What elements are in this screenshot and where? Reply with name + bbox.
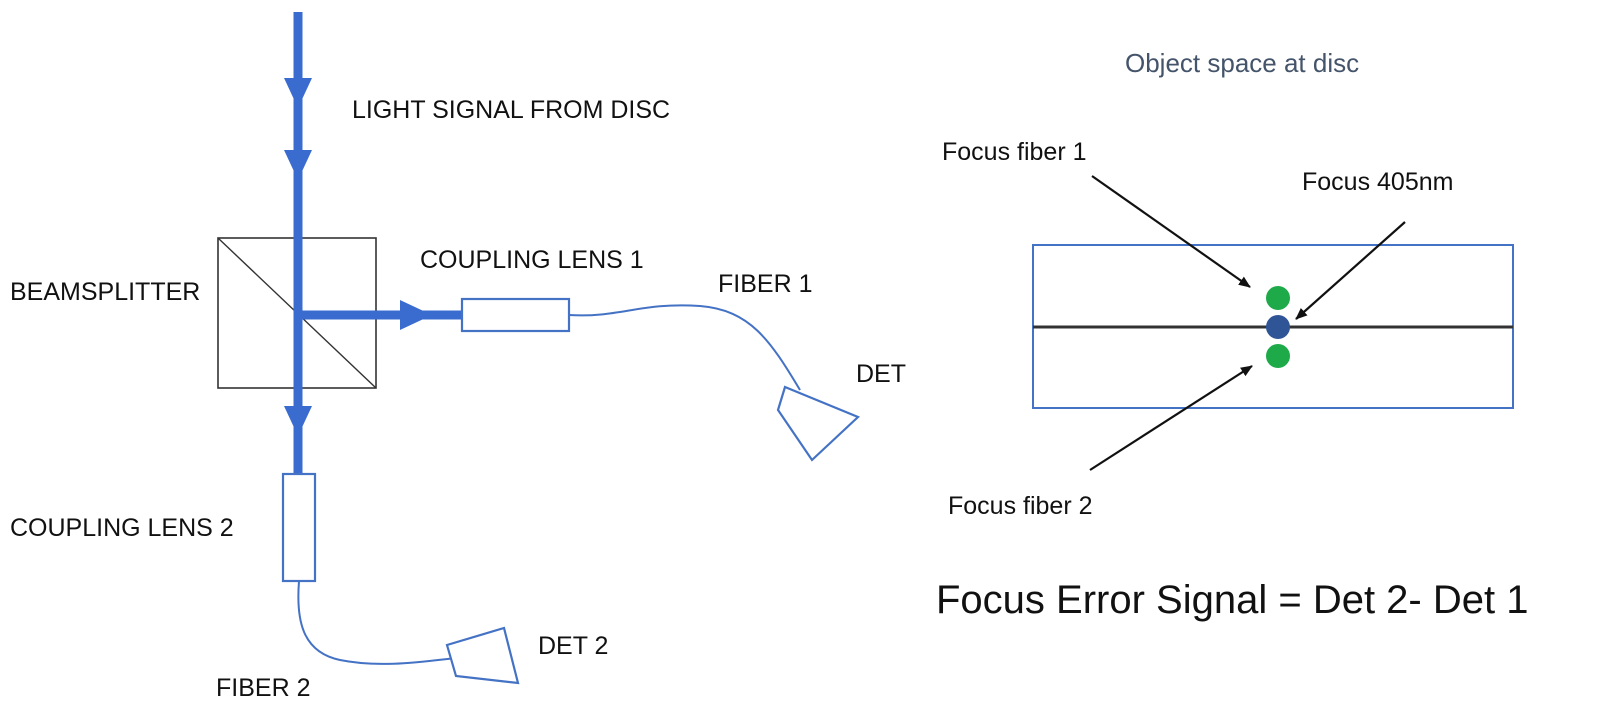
focus-spot-fiber-2 — [1266, 344, 1290, 368]
fiber-1-label: FIBER 1 — [718, 270, 812, 298]
focus-fiber-2-pointer — [1089, 365, 1253, 471]
coupling-lens-2 — [281, 472, 317, 583]
focus-fiber-1-label: Focus fiber 1 — [942, 138, 1087, 166]
beam-arrow-right — [400, 300, 432, 330]
coupling-lens-2-label: COUPLING LENS 2 — [10, 514, 234, 542]
beamsplitter-label: BEAMSPLITTER — [10, 278, 200, 306]
coupling-lens-1 — [460, 297, 571, 333]
detector-2-label: DET 2 — [538, 632, 608, 660]
beam-arrow-down — [284, 406, 312, 436]
fiber-2-label: FIBER 2 — [216, 674, 310, 702]
light-signal-label: LIGHT SIGNAL FROM DISC — [352, 96, 670, 124]
focus-405nm-label: Focus 405nm — [1302, 168, 1453, 196]
optical-setup: LIGHT SIGNAL FROM DISC BEAMSPLITTER COUP… — [10, 12, 906, 702]
focus-fiber-1-pointer — [1091, 175, 1251, 288]
focus-spot-405nm — [1266, 315, 1290, 339]
fiber-2 — [297, 580, 457, 665]
focus-405nm-pointer — [1295, 221, 1406, 320]
focus-spot-fiber-1 — [1266, 286, 1290, 310]
detector-1-label: DET — [856, 360, 906, 388]
detector-1 — [776, 385, 861, 462]
fiber-1 — [568, 304, 801, 391]
focus-fiber-2-label: Focus fiber 2 — [948, 492, 1093, 520]
detector-2 — [445, 626, 520, 685]
beam-arrow-1 — [284, 78, 312, 108]
focus-error-equation: Focus Error Signal = Det 2- Det 1 — [936, 578, 1528, 622]
coupling-lens-1-label: COUPLING LENS 1 — [420, 246, 644, 274]
object-space-panel: Object space at disc Focus fiber 1 Focus… — [942, 48, 1514, 520]
beam-arrow-2 — [284, 150, 312, 180]
object-space-title: Object space at disc — [1125, 48, 1359, 78]
